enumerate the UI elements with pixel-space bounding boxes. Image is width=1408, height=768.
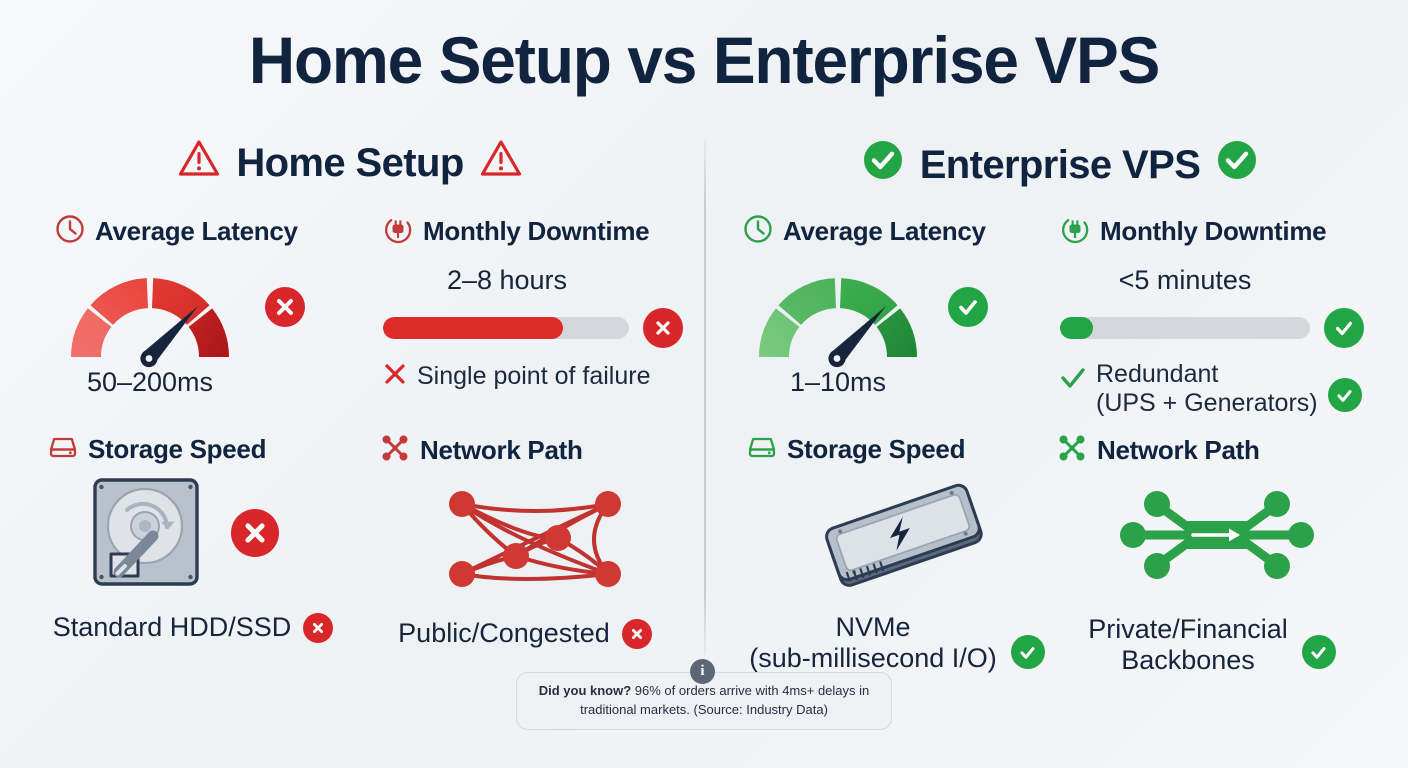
column-header-vps-label: Enterprise VPS xyxy=(919,142,1201,187)
check-circle-icon xyxy=(1216,139,1258,191)
status-badge-home-storage xyxy=(231,509,279,557)
status-badge-home-latency xyxy=(265,287,305,327)
metric-home-network-value: Public/Congested xyxy=(398,618,610,648)
status-badge-home-network-value xyxy=(621,618,652,649)
gauge-vps-latency xyxy=(759,278,917,368)
metric-vps-network: Network Path xyxy=(1057,433,1377,677)
status-badge-vps-downtime-note xyxy=(1327,378,1362,412)
metric-vps-network-value-line1: Private/Financial xyxy=(1088,614,1288,644)
metric-home-storage-label: Storage Speed xyxy=(88,434,267,464)
hard-drive-icon xyxy=(48,433,78,468)
metric-vps-downtime-value: <5 minutes xyxy=(1118,265,1252,295)
downtime-bar-home xyxy=(383,317,629,339)
network-nodes-icon xyxy=(1057,433,1087,470)
page-title: Home Setup vs Enterprise VPS xyxy=(248,23,1160,97)
column-divider xyxy=(704,140,706,655)
metric-vps-latency-label: Average Latency xyxy=(783,216,986,246)
status-badge-vps-downtime xyxy=(1324,308,1364,348)
metric-home-latency-value: 50–200ms xyxy=(86,367,214,397)
power-plug-icon xyxy=(383,214,413,251)
downtime-bar-vps-fill xyxy=(1060,317,1093,339)
metric-home-downtime-label: Monthly Downtime xyxy=(423,216,650,246)
callout-lead: Did you know? xyxy=(538,683,632,699)
hard-drive-icon xyxy=(747,433,777,468)
status-badge-home-storage-value xyxy=(303,612,334,643)
metric-vps-storage-label: Storage Speed xyxy=(787,434,966,464)
hdd-illustration xyxy=(93,478,199,586)
info-icon: i xyxy=(690,659,715,684)
column-header-home-label: Home Setup xyxy=(236,140,464,185)
x-mark-icon xyxy=(383,362,407,391)
metric-home-network-label: Network Path xyxy=(420,435,583,465)
metric-home-storage: Storage Speed xyxy=(48,433,358,643)
arrow-right-icon xyxy=(1191,528,1240,542)
metric-vps-downtime: Monthly Downtime <5 minutes Redundant (U… xyxy=(1060,214,1390,418)
metric-home-downtime-note-label: Single point of failure xyxy=(417,362,651,390)
metric-vps-network-value-line2: Backbones xyxy=(1121,645,1255,676)
power-plug-icon xyxy=(1060,214,1090,251)
column-header-home: Home Setup xyxy=(20,139,680,187)
metric-vps-network-label: Network Path xyxy=(1097,435,1260,465)
metric-vps-latency: Average Latency xyxy=(743,214,1043,398)
check-mark-icon xyxy=(1060,366,1086,395)
metric-home-network-header: Network Path xyxy=(380,433,690,470)
clock-icon xyxy=(55,214,85,251)
status-badge-home-downtime xyxy=(643,308,683,348)
metric-vps-downtime-note-line1: Redundant xyxy=(1096,360,1219,388)
metric-home-downtime-value: 2–8 hours xyxy=(446,265,568,295)
metric-home-downtime-header: Monthly Downtime xyxy=(383,214,683,251)
network-nodes-icon xyxy=(380,433,410,470)
check-circle-icon xyxy=(862,139,904,191)
downtime-bar-vps xyxy=(1060,317,1310,339)
metric-vps-network-header: Network Path xyxy=(1057,433,1377,470)
column-header-vps: Enterprise VPS xyxy=(730,139,1390,191)
metric-home-latency-header: Average Latency xyxy=(55,214,355,251)
metric-vps-storage-value-line1: NVMe xyxy=(835,612,911,642)
metric-vps-downtime-note-line2: (UPS + Generators) xyxy=(1096,389,1318,417)
metric-vps-downtime-label: Monthly Downtime xyxy=(1100,216,1327,246)
warning-triangle-icon xyxy=(178,139,220,187)
metric-vps-latency-header: Average Latency xyxy=(743,214,1043,251)
nvme-illustration xyxy=(825,483,983,587)
metric-home-storage-value: Standard HDD/SSD xyxy=(52,612,292,642)
callout-text: Did you know? 96% of orders arrive with … xyxy=(535,682,873,720)
metric-vps-latency-value: 1–10ms xyxy=(789,367,887,397)
backbone-illustration xyxy=(1120,491,1314,579)
gauge-home-latency xyxy=(71,278,229,368)
info-icon-glyph: i xyxy=(700,663,705,679)
status-badge-vps-latency xyxy=(948,287,988,327)
metric-home-storage-header: Storage Speed xyxy=(48,433,358,468)
metric-vps-storage-header: Storage Speed xyxy=(747,433,1057,468)
metric-home-downtime-note: Single point of failure xyxy=(383,362,683,391)
status-badge-vps-network-value xyxy=(1301,635,1336,670)
downtime-bar-home-fill xyxy=(383,317,563,339)
tangled-mesh-illustration xyxy=(449,491,621,587)
warning-triangle-icon xyxy=(480,139,522,187)
clock-icon xyxy=(743,214,773,251)
status-badge-vps-storage-value xyxy=(1010,635,1045,670)
metric-vps-storage: Storage Speed xyxy=(747,433,1057,675)
metric-home-network: Network Path xyxy=(380,433,690,649)
metric-home-downtime: Monthly Downtime 2–8 hours Single point … xyxy=(383,214,683,391)
metric-vps-storage-value-line2: (sub-millisecond I/O) xyxy=(749,643,997,674)
metric-home-latency-label: Average Latency xyxy=(95,216,298,246)
metric-home-latency: Average Latency xyxy=(55,214,355,398)
metric-vps-downtime-header: Monthly Downtime xyxy=(1060,214,1390,251)
callout-body: 96% of orders arrive with 4ms+ delays in… xyxy=(580,683,870,717)
